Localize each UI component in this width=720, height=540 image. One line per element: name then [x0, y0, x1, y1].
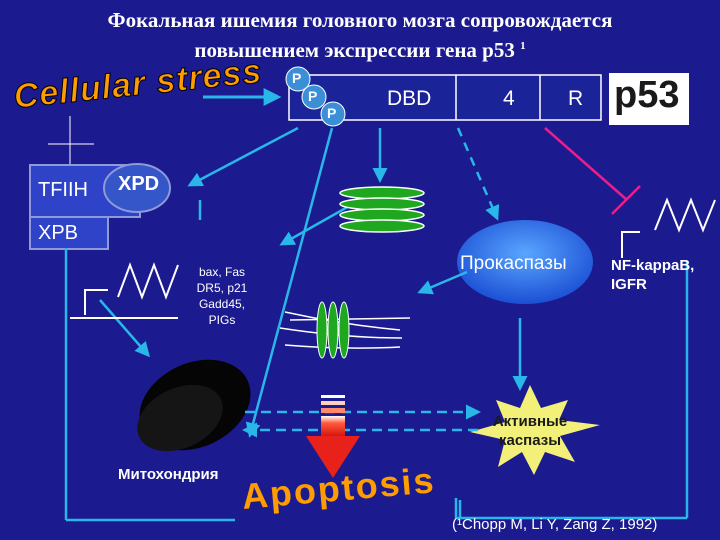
promoter-symbol-right [621, 197, 716, 258]
slide-title-line1: Фокальная ишемия головного мозга сопрово… [107, 8, 613, 32]
p53-title-label: p53 [614, 74, 680, 116]
target-gene-line-1: bax, Fas [198, 265, 246, 279]
nfkb-line-1: NF-kappaB, [611, 257, 695, 274]
procaspase-oval [457, 220, 593, 304]
active-caspases-line-2: каспазы [498, 432, 562, 449]
xpb-box [29, 216, 109, 250]
xpd-oval [103, 163, 171, 213]
target-gene-line-3: Gadd45, [198, 297, 246, 311]
apoptosis-arrow [306, 395, 360, 478]
target-gene-line-4: PIGs [208, 313, 236, 327]
footnote-mark: 1 [520, 40, 526, 52]
feedback-loop-lines [64, 262, 689, 522]
p53-label-box [609, 73, 689, 125]
slide-title-text: повышением экспрессии гена р53 [194, 38, 515, 62]
tfiih-connector-line [48, 116, 94, 168]
dashed-crosstalk-arrows [242, 404, 481, 438]
citation-label: (¹Chopp M, Li Y, Zang Z, 1992) [452, 516, 658, 533]
phospho-circle-3 [320, 101, 346, 127]
active-caspases-line-1: Активные [492, 413, 568, 430]
active-caspase-burst [470, 385, 600, 475]
nfkb-label: NF-kappaB, IGFR [611, 256, 694, 294]
tfiih-label: TFIIH [38, 179, 88, 201]
phospho-label-3: P [327, 105, 337, 121]
promoter-symbol-left [70, 262, 179, 319]
phospho-circle-2 [301, 84, 327, 110]
dna-stack [339, 186, 425, 233]
mitochondria [137, 359, 251, 452]
domain-4-label: 4 [503, 87, 515, 110]
inhibition-line [544, 127, 641, 215]
target-gene-line-2: DR5, p21 [196, 281, 248, 295]
slide-title-line2: повышением экспрессии гена р53 1 [0, 38, 720, 63]
active-caspases-label: Активные каспазы [478, 412, 582, 450]
procaspases-label: Прокаспазы [460, 253, 567, 274]
phospho-label-1: P [292, 70, 302, 86]
p53-arrows [64, 126, 528, 518]
mitochondria-label: Митохондрия [118, 466, 219, 483]
xpb-label: XPB [38, 222, 79, 244]
phospho-circle-1 [285, 66, 311, 92]
nfkb-line-2: IGFR [611, 276, 647, 293]
dbd-label: DBD [387, 87, 432, 110]
domain-r-label: R [568, 87, 584, 110]
dna-vertical [279, 301, 411, 359]
xpd-label: XPD [118, 173, 160, 195]
phospho-label-2: P [308, 88, 318, 104]
target-genes-label: bax, Fas DR5, p21 Gadd45, PIGs [188, 264, 256, 328]
